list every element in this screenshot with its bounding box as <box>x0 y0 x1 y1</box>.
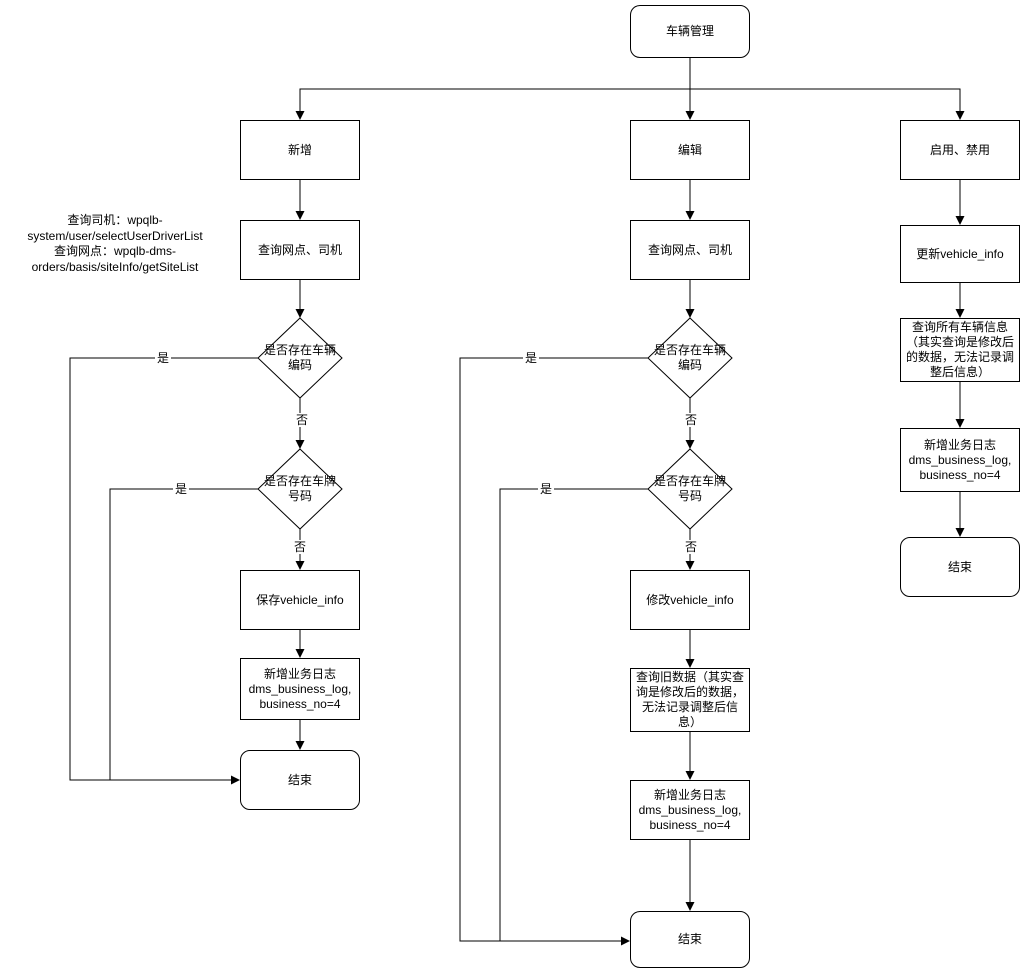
decision-add-check-plate-shape <box>257 448 343 530</box>
node-edit-query-old-data: 查询旧数据（其实查 询是修改后的数据， 无法记录调整后信 息） <box>630 668 750 732</box>
node-add-save-vehicle-info: 保存vehicle_info <box>240 570 360 630</box>
edge-label-yes-add-code: 是 <box>154 351 172 365</box>
edge-label-yes-add-plate: 是 <box>172 482 190 496</box>
edge-edit-checkplate-yes <box>499 488 648 941</box>
decision-edit-check-plate-shape <box>647 448 733 530</box>
decision-edit-check-code-shape <box>647 317 733 399</box>
node-enable-disable: 启用、禁用 <box>900 120 1020 180</box>
decision-add-check-code-shape <box>257 317 343 399</box>
edge-root-to-add <box>295 88 690 120</box>
edge-edit-checkcode-yes <box>459 357 648 946</box>
node-toggle-end: 结束 <box>900 537 1020 597</box>
node-toggle-query-all-vehicles: 查询所有车辆信息 （其实查询是修改后 的数据，无法记录调 整后信息） <box>900 318 1020 382</box>
node-edit-query-site-driver: 查询网点、司机 <box>630 220 750 280</box>
node-add-business-log: 新增业务日志 dms_business_log, business_no=4 <box>240 658 360 720</box>
node-add: 新增 <box>240 120 360 180</box>
edge-label-no-edit-code: 否 <box>682 413 700 427</box>
edge-label-no-edit-plate: 否 <box>682 540 700 554</box>
edge-label-yes-edit-code: 是 <box>522 351 540 365</box>
edge-label-yes-edit-plate: 是 <box>537 482 555 496</box>
node-edit-modify-vehicle-info: 修改vehicle_info <box>630 570 750 630</box>
node-edit: 编辑 <box>630 120 750 180</box>
node-edit-business-log: 新增业务日志 dms_business_log, business_no=4 <box>630 780 750 840</box>
node-vehicle-management: 车辆管理 <box>630 5 750 58</box>
api-annotation: 查询司机：wpqlb- system/user/selectUserDriver… <box>27 213 203 274</box>
node-toggle-business-log: 新增业务日志 dms_business_log, business_no=4 <box>900 428 1020 492</box>
edge-label-no-add-code: 否 <box>293 413 311 427</box>
node-add-end: 结束 <box>240 750 360 810</box>
node-edit-end: 结束 <box>630 911 750 968</box>
edge-add-checkcode-yes <box>69 357 258 785</box>
edge-add-checkplate-yes <box>109 488 258 780</box>
node-add-query-site-driver: 查询网点、司机 <box>240 220 360 280</box>
edge-root-to-toggle <box>690 88 965 120</box>
node-toggle-update-vehicle-info: 更新vehicle_info <box>900 225 1020 283</box>
edge-label-no-add-plate: 否 <box>291 540 309 554</box>
